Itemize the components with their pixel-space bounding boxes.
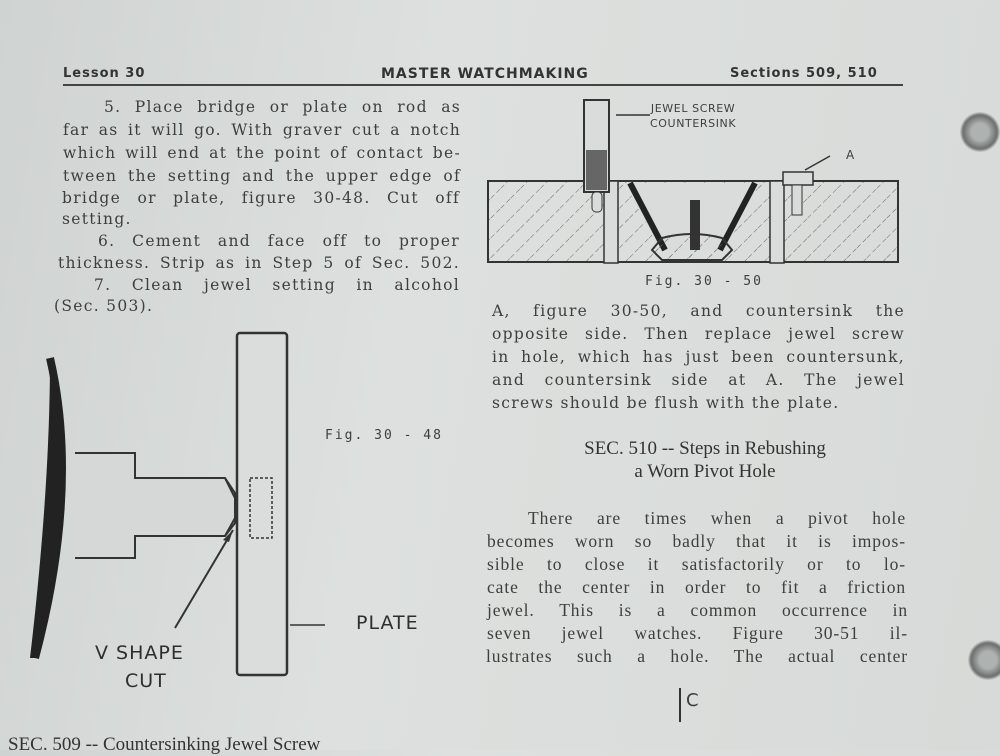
header-rule — [63, 84, 903, 86]
figure-30-48-caption: Fig. 30 - 48 — [325, 428, 443, 443]
figure-30-51-label-c: C — [686, 690, 699, 711]
header-sections: Sections 509, 510 — [730, 66, 878, 81]
figure-30-50-caption: Fig. 30 - 50 — [645, 274, 763, 289]
text-line: tween the setting and the upper edge of — [63, 167, 461, 185]
text-line: and countersink side at A. The jewel — [492, 371, 905, 389]
label-line: JEWEL SCREW — [650, 102, 736, 115]
figure-30-48-label-cut: CUT — [125, 670, 167, 692]
text-line: 7. Clean jewel setting in alcohol — [94, 276, 460, 294]
figure-30-48-drawing — [30, 331, 325, 677]
binder-ring — [968, 640, 1000, 680]
text-line: (Sec. 503). — [54, 297, 154, 315]
figure-30-50-label-a: A — [846, 148, 855, 162]
header-title: MASTER WATCHMAKING — [381, 66, 589, 82]
figure-30-48-label-v-shape: V SHAPE — [95, 642, 184, 664]
text-line: becomes worn so badly that it is impos- — [487, 531, 906, 551]
text-line: 6. Cement and face off to proper — [98, 232, 460, 250]
text-line: far as it will go. With graver cut a not… — [63, 121, 461, 139]
figure-30-50-tool-label: JEWEL SCREW COUNTERSINK — [650, 101, 736, 131]
text-line: bridge or plate, figure 30-48. Cut off — [62, 189, 460, 207]
text-line: which will end at the point of contact b… — [63, 144, 461, 162]
text-line: seven jewel watches. Figure 30-51 il- — [487, 623, 908, 643]
figure-30-51-center-line — [679, 688, 681, 722]
sec510-heading-2: a Worn Pivot Hole — [634, 461, 776, 482]
figure-30-48-label-plate: PLATE — [356, 612, 419, 634]
text-line: jewel. This is a common occurrence in — [487, 600, 908, 620]
binder-ring — [960, 112, 1000, 152]
text-line: in hole, which has just been countersunk… — [492, 348, 905, 366]
text-line: There are times when a pivot hole — [528, 508, 906, 528]
text-line: setting. — [62, 210, 132, 228]
text-line: sible to close it satisfactorily or to l… — [487, 554, 906, 574]
text-line: 5. Place bridge or plate on rod as — [104, 98, 461, 116]
header-lesson: Lesson 30 — [63, 66, 146, 81]
label-line: COUNTERSINK — [650, 117, 737, 130]
text-line: thickness. Strip as in Step 5 of Sec. 50… — [58, 254, 460, 272]
sec509-heading: SEC. 509 -- Countersinking Jewel Screw — [8, 734, 321, 755]
text-line: lustrates such a hole. The actual center — [486, 646, 908, 666]
sec510-heading: SEC. 510 -- Steps in Rebushing — [584, 438, 826, 459]
text-line: screws should be flush with the plate. — [492, 394, 840, 412]
figure-30-50-drawing — [487, 99, 899, 264]
text-line: A, figure 30-50, and countersink the — [492, 302, 905, 320]
text-line: opposite side. Then replace jewel screw — [492, 325, 905, 343]
text-line: cate the center in order to fit a fricti… — [487, 577, 906, 597]
